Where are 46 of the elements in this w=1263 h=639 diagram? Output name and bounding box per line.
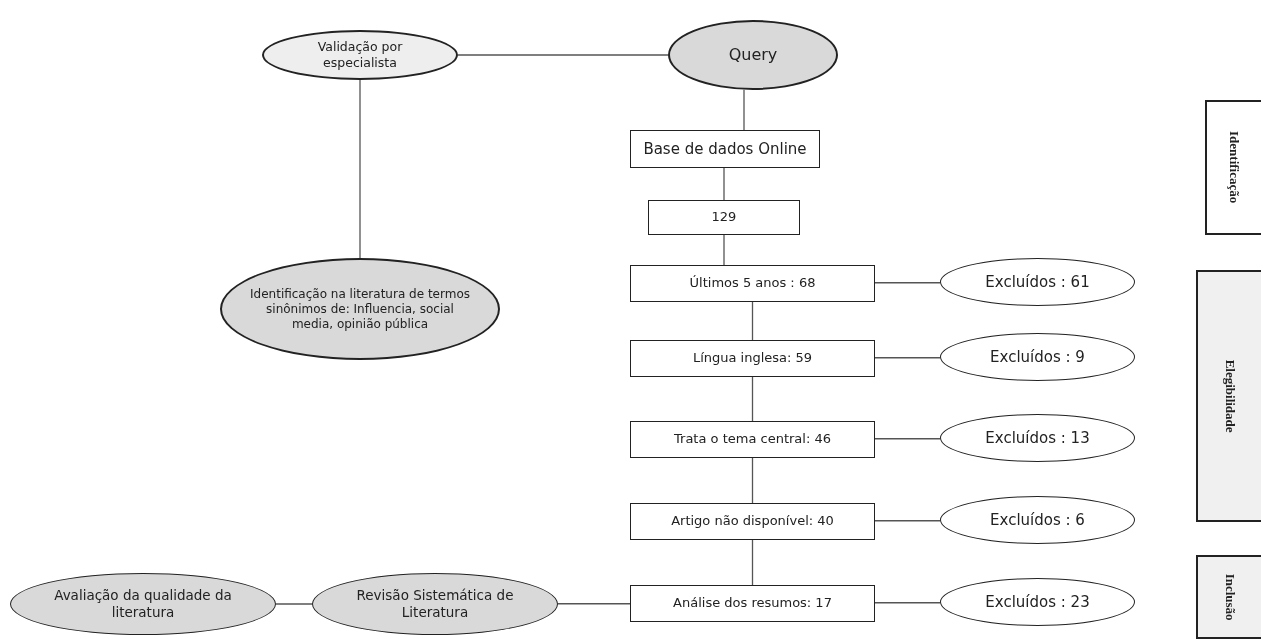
process-box: [630, 585, 875, 622]
connector-line: [874, 357, 941, 359]
node-label: Elegibilidade: [1221, 359, 1238, 433]
node-label: Validação por especialista: [316, 39, 404, 71]
node-label: Últimos 5 anos : 68: [689, 275, 816, 292]
node-label: Base de dados Online: [643, 139, 807, 159]
node-label: Excluídos : 6: [990, 510, 1085, 530]
connector-line: [751, 301, 754, 341]
connector-line: [359, 79, 361, 259]
phase-box: [1196, 555, 1261, 639]
process-box: [648, 200, 800, 235]
phase-box: [1205, 100, 1261, 235]
node-label: Análise dos resumos: 17: [673, 595, 832, 612]
node-label: Trata o tema central: 46: [674, 431, 831, 448]
process-box: [630, 421, 875, 458]
process-box: [630, 340, 875, 377]
connector-line: [751, 457, 754, 504]
phase-box: [1196, 270, 1261, 522]
node-label: Excluídos : 23: [985, 592, 1090, 612]
connector-line: [723, 234, 725, 266]
node-label: Avaliação da qualidade da literatura: [53, 587, 233, 621]
node-label: Identificação: [1226, 131, 1243, 204]
node-label: 129: [711, 209, 737, 226]
process-box: [630, 265, 875, 302]
connector-line: [751, 376, 754, 422]
node-label: Língua inglesa: 59: [692, 350, 813, 367]
node-label: Revisão Sistemática de Literatura: [355, 587, 515, 621]
connector-line: [275, 603, 313, 605]
node-label: Excluídos : 61: [985, 272, 1090, 292]
connector-line: [723, 167, 725, 201]
connector-line: [874, 602, 941, 604]
connector-line: [743, 89, 745, 131]
connector-line: [751, 539, 754, 586]
node-label: Identificação na literatura de termos sinônimos de: Influencia, social media, opinião pública: [249, 286, 471, 332]
connector-line: [874, 282, 941, 284]
node-label: Excluídos : 13: [985, 428, 1090, 448]
node-label: Artigo não disponível: 40: [671, 513, 834, 530]
node-label: Inclusão: [1221, 573, 1238, 621]
node-label: Query: [728, 45, 778, 65]
node-label: Excluídos : 9: [990, 347, 1085, 367]
process-box: [630, 503, 875, 540]
connector-line: [874, 438, 941, 440]
connector-line: [457, 54, 669, 56]
connector-line: [557, 603, 631, 605]
connector-line: [874, 520, 941, 522]
process-box: [630, 130, 820, 168]
